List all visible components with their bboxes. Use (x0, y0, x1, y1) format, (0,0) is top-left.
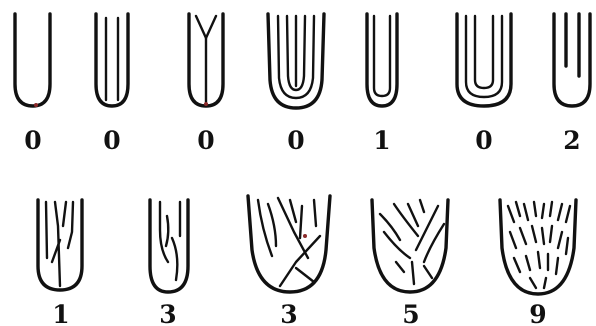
finger-outline-curved-lines-icon (150, 200, 188, 292)
score-label: 5 (402, 300, 419, 326)
finger-outline-y-fork-icon (189, 14, 223, 106)
score-label: 2 (563, 126, 580, 155)
score-label: 1 (373, 126, 390, 155)
score-label: 9 (529, 300, 546, 326)
finger-outline-dense-dashes-icon (500, 200, 576, 294)
finger-outline-branching-icon (38, 200, 82, 290)
finger-outline-double-loop-icon (457, 14, 511, 106)
finger-outline-nested-loops-icon (268, 14, 324, 108)
score-label: 1 (52, 300, 69, 326)
finger-outline-two-stubs-icon (554, 14, 590, 106)
finger-outline-many-crossings-icon (372, 200, 448, 292)
score-label: 0 (197, 126, 214, 155)
score-label: 3 (280, 300, 297, 326)
score-label: 0 (103, 126, 120, 155)
score-label: 0 (287, 126, 304, 155)
finger-outline-two-lines-icon (96, 14, 128, 106)
score-label: 0 (24, 126, 41, 155)
score-label: 0 (475, 126, 492, 155)
finger-outline-crossing-lines-icon (248, 196, 330, 292)
finger-outline-plain-icon (15, 14, 50, 107)
finger-outline-single-loop-icon (367, 14, 397, 106)
score-label: 3 (159, 300, 176, 326)
